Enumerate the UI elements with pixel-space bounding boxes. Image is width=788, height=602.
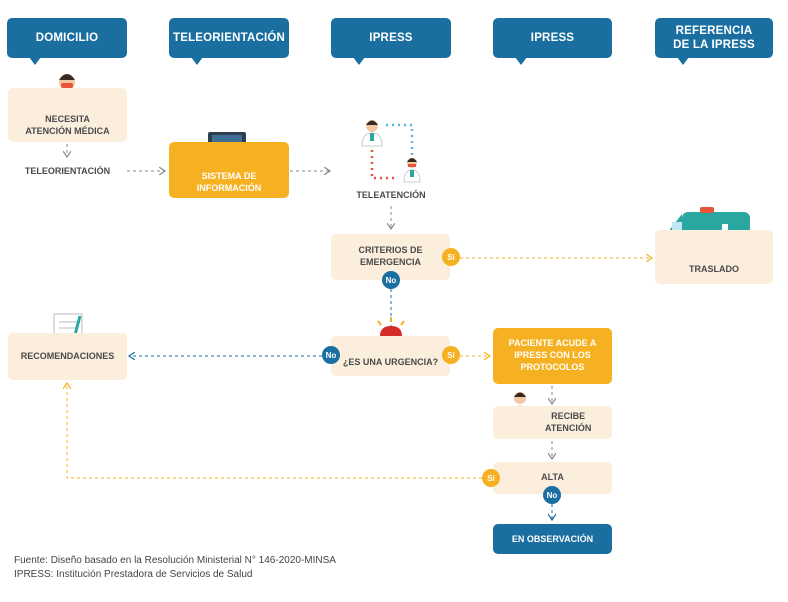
header-ipress-1: IPRESS — [331, 18, 451, 65]
doctor-icon — [361, 120, 383, 147]
node-teleorientacion: TELEORIENTACIÓN — [24, 166, 111, 176]
node-traslado: TRASLADO — [655, 230, 773, 284]
node-necesita: NECESITA ATENCIÓN MÉDICA — [8, 88, 127, 142]
decision-si-urgencia: Sí — [442, 346, 460, 364]
node-teleatencion: TELEATENCIÓN — [356, 190, 426, 200]
node-recomendaciones: RECOMENDACIONES — [8, 333, 127, 380]
footer-note: IPRESS: Institución Prestadora de Servic… — [14, 569, 253, 580]
decision-no-alta: No — [543, 486, 561, 504]
decision-si-criterios: Sí — [442, 248, 460, 266]
header-domicilio: DOMICILIO — [7, 18, 127, 65]
decision-no-urgencia: No — [322, 346, 340, 364]
node-paciente-acude: PACIENTE ACUDE A IPRESS CON LOS PROTOCOL… — [493, 328, 612, 384]
decision-si-alta: Sí — [482, 469, 500, 487]
footer-source: Fuente: Diseño basado en la Resolución M… — [14, 555, 336, 566]
node-sistema-informacion: SISTEMA DE INFORMACIÓN — [169, 142, 289, 198]
node-recibe-atencion: RECIBE ATENCIÓN — [493, 406, 612, 439]
header-referencia: REFERENCIA DE LA IPRESS — [655, 18, 773, 65]
patient-small-icon — [403, 158, 421, 183]
node-en-observacion: EN OBSERVACIÓN — [493, 524, 612, 554]
decision-no-criterios: No — [382, 271, 400, 289]
node-urgencia: ¿ES UNA URGENCIA? — [331, 336, 450, 376]
header-teleorientacion: TELEORIENTACIÓN — [169, 18, 289, 65]
header-ipress-2: IPRESS — [493, 18, 612, 65]
